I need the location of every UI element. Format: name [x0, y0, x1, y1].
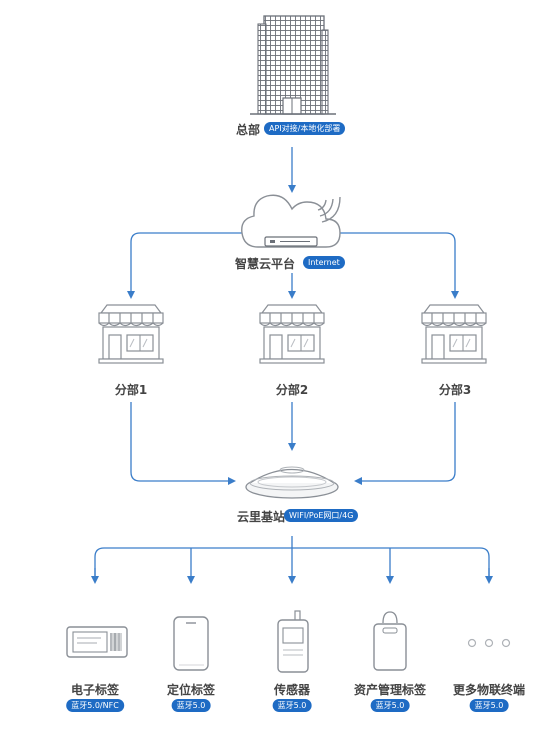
base-station-icon [245, 466, 339, 499]
branch-2-shop-icon [259, 304, 325, 364]
asset-tag-icon [373, 611, 407, 671]
connector-lines [91, 147, 493, 584]
device-label-asset-tag: 资产管理标签 [353, 683, 427, 697]
device-badge-electronic-label: 蓝牙5.0/NFC [66, 699, 124, 712]
sensor-icon [277, 610, 309, 673]
station-label: 云里基站 [236, 510, 286, 524]
branch-2-label: 分部2 [275, 383, 309, 397]
electronic-label-icon [66, 626, 128, 658]
station-badge: WIFI/PoE网口/4G [284, 509, 359, 522]
hq-badge: API对接/本地化部署 [264, 122, 346, 135]
cloud-badge: Internet [303, 256, 345, 269]
positioning-tag-icon [173, 616, 209, 671]
more-devices-dots-icon [467, 638, 511, 648]
device-badge-more-iot: 蓝牙5.0 [469, 699, 509, 712]
branch-1-shop-icon [98, 304, 164, 364]
branch-3-shop-icon [421, 304, 487, 364]
device-label-sensor: 传感器 [273, 683, 311, 697]
branch-1-label: 分部1 [114, 383, 148, 397]
device-label-electronic-label: 电子标签 [70, 683, 120, 697]
cloud-platform-icon [241, 194, 341, 248]
device-badge-sensor: 蓝牙5.0 [272, 699, 312, 712]
cloud-label: 智慧云平台 [235, 257, 296, 271]
branch-3-label: 分部3 [438, 383, 472, 397]
device-label-positioning-tag: 定位标签 [166, 683, 216, 697]
device-label-more-iot: 更多物联终端 [452, 683, 526, 697]
hq-label: 总部 [236, 123, 261, 137]
device-badge-positioning-tag: 蓝牙5.0 [171, 699, 211, 712]
device-badge-asset-tag: 蓝牙5.0 [370, 699, 410, 712]
hq-building-icon [250, 15, 336, 115]
